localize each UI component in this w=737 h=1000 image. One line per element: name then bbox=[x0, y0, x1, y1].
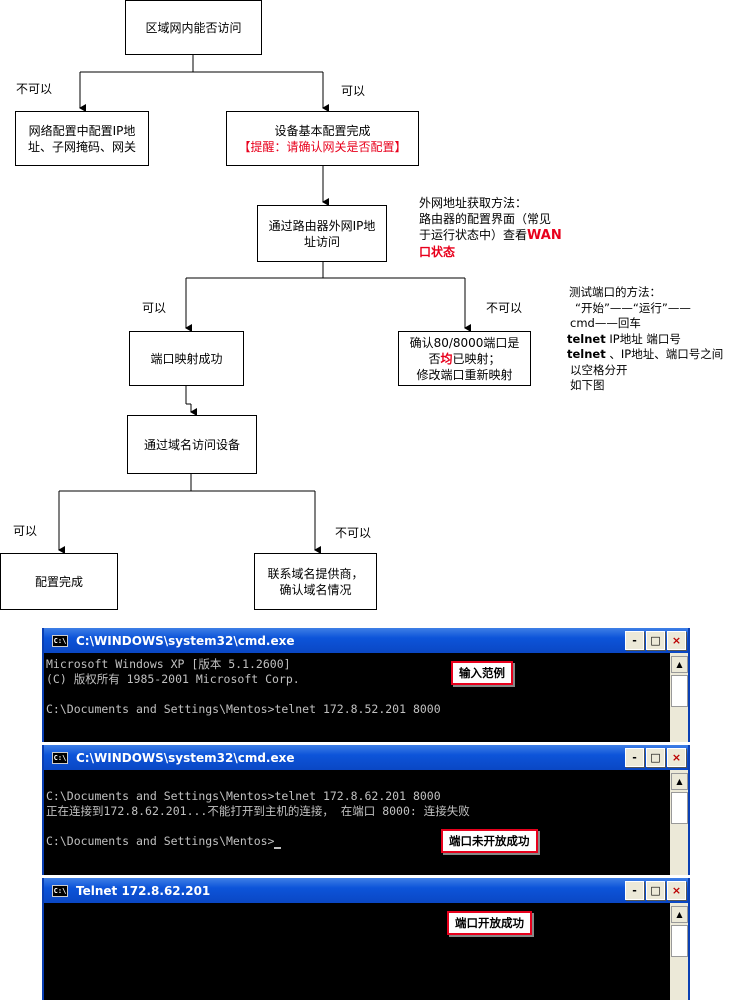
port-mapping-ok-text: 端口映射成功 bbox=[150, 351, 223, 366]
vertical-scrollbar[interactable]: ▲ bbox=[670, 903, 688, 1000]
port-check-line-2: 否均已映射； bbox=[428, 351, 500, 367]
port-check-line-1: 确认80/8000端口是 bbox=[409, 335, 520, 350]
test-note-line-2: “开始”——“运行”—— bbox=[575, 300, 691, 315]
gateway-reminder-text: 【提醒：请确认网关是否配置】 bbox=[238, 139, 407, 154]
test-note-line-6: 以空格分开 bbox=[570, 362, 628, 377]
contact-domain-provider-text: 联系域名提供商，确认域名情况 bbox=[267, 566, 364, 597]
cmd-icon: C:\ bbox=[52, 634, 68, 647]
wan-address-note: 外网地址获取方法： 路由器的配置界面（常见 于运行状态中）查看WAN 口状态 bbox=[419, 195, 589, 260]
text-cursor bbox=[274, 847, 282, 849]
wan-note-line-3a: 于运行状态中）查看 bbox=[419, 228, 528, 242]
wan-note-line-1: 外网地址获取方法： bbox=[419, 196, 528, 210]
window-titlebar[interactable]: C:\ C:\WINDOWS\system32\cmd.exe - □ × bbox=[44, 745, 688, 770]
console-line: (C) 版权所有 1985-2001 Microsoft Corp. bbox=[46, 672, 300, 686]
close-button[interactable]: × bbox=[667, 631, 686, 650]
console-line: C:\Documents and Settings\Mentos>telnet … bbox=[46, 789, 441, 803]
label-not-ok-3: 不可以 bbox=[335, 526, 372, 540]
wan-note-line-2: 路由器的配置界面（常见 bbox=[419, 212, 552, 226]
window-title: C:\WINDOWS\system32\cmd.exe bbox=[76, 750, 295, 765]
port-test-note: 测试端口的方法： “开始”——“运行”—— cmd——回车 telnet IP地… bbox=[567, 285, 737, 394]
network-config-text: 网络配置中配置IP地址、子网掩码、网关 bbox=[27, 123, 136, 154]
window-title: C:\WINDOWS\system32\cmd.exe bbox=[76, 633, 295, 648]
cmd-window-example: C:\ C:\WINDOWS\system32\cmd.exe - □ × Mi… bbox=[42, 628, 690, 742]
lan-access-text: 区域网内能否访问 bbox=[145, 20, 242, 35]
lan-access-box: 区域网内能否访问 bbox=[125, 0, 262, 55]
scroll-up-icon[interactable]: ▲ bbox=[671, 773, 688, 790]
input-example-tag: 输入范例 bbox=[451, 661, 513, 685]
maximize-button[interactable]: □ bbox=[646, 748, 665, 767]
telnet-window-port-open: C:\ Telnet 172.8.62.201 - □ × ▲ 端口开放成功 bbox=[42, 878, 690, 1000]
test-note-line-4: telnet IP地址 端口号 bbox=[567, 332, 737, 348]
test-note-line-7: 如下图 bbox=[570, 378, 605, 392]
scroll-up-icon[interactable]: ▲ bbox=[671, 906, 688, 923]
basic-config-done-box: 设备基本配置完成 【提醒：请确认网关是否配置】 bbox=[226, 111, 419, 166]
window-titlebar[interactable]: C:\ Telnet 172.8.62.201 - □ × bbox=[44, 878, 688, 903]
cmd-icon: C:\ bbox=[52, 884, 68, 897]
port-check-line-3: 修改端口重新映射 bbox=[416, 367, 513, 382]
flowchart-connectors bbox=[58, 55, 471, 554]
cmd-icon: C:\ bbox=[52, 751, 68, 764]
console-line: C:\Documents and Settings\Mentos>telnet … bbox=[46, 702, 441, 716]
domain-access-box: 通过域名访问设备 bbox=[127, 415, 257, 474]
test-note-line-5b: 、IP地址、端口号之间 bbox=[605, 347, 724, 361]
test-note-line-3: cmd——回车 bbox=[570, 316, 641, 330]
scroll-thumb[interactable] bbox=[671, 925, 688, 957]
maximize-button[interactable]: □ bbox=[646, 631, 665, 650]
config-complete-text: 配置完成 bbox=[34, 574, 83, 589]
close-button[interactable]: × bbox=[667, 881, 686, 900]
console-line: 正在连接到172.8.62.201...不能打开到主机的连接， 在端口 8000… bbox=[46, 804, 470, 818]
window-controls: - □ × bbox=[625, 631, 686, 650]
contact-domain-provider-box: 联系域名提供商，确认域名情况 bbox=[254, 553, 377, 610]
port-check-box: 确认80/8000端口是 否均已映射； 修改端口重新映射 bbox=[398, 331, 531, 386]
console-prompt-line[interactable]: C:\Documents and Settings\Mentos> bbox=[46, 834, 668, 849]
wan-note-line-4: 口状态 bbox=[419, 245, 456, 259]
console-output: Microsoft Windows XP [版本 5.1.2600](C) 版权… bbox=[46, 657, 668, 742]
port-mapping-ok-box: 端口映射成功 bbox=[129, 331, 244, 386]
port-closed-tag: 端口未开放成功 bbox=[441, 829, 538, 853]
port-check-line-2a: 否 bbox=[428, 351, 441, 366]
test-note-line-4b: IP地址 端口号 bbox=[605, 331, 681, 346]
via-external-ip-box: 通过路由器外网IP地址访问 bbox=[257, 205, 387, 262]
config-complete-box: 配置完成 bbox=[0, 553, 118, 610]
console-line: ​ bbox=[46, 687, 668, 702]
scroll-thumb[interactable] bbox=[671, 675, 688, 707]
window-titlebar[interactable]: C:\ C:\WINDOWS\system32\cmd.exe - □ × bbox=[44, 628, 688, 653]
basic-config-done-text: 设备基本配置完成 bbox=[274, 123, 371, 138]
vertical-scrollbar[interactable]: ▲ bbox=[670, 653, 688, 742]
window-controls: - □ × bbox=[625, 748, 686, 767]
test-note-line-1: 测试端口的方法： bbox=[569, 285, 661, 299]
port-check-line-2c: 已映射； bbox=[452, 351, 501, 366]
label-ok-2: 可以 bbox=[142, 301, 167, 315]
telnet-keyword-2: telnet bbox=[567, 347, 606, 361]
wan-keyword: WAN bbox=[527, 228, 562, 243]
maximize-button[interactable]: □ bbox=[646, 881, 665, 900]
label-not-ok-1: 不可以 bbox=[16, 82, 53, 96]
label-ok-1: 可以 bbox=[341, 84, 366, 98]
window-controls: - □ × bbox=[625, 881, 686, 900]
via-external-ip-text: 通过路由器外网IP地址访问 bbox=[268, 218, 376, 249]
window-title: Telnet 172.8.62.201 bbox=[76, 883, 211, 898]
console-prompt: C:\Documents and Settings\Mentos> bbox=[46, 834, 275, 848]
network-config-box: 网络配置中配置IP地址、子网掩码、网关 bbox=[15, 111, 149, 166]
port-check-emphasis: 均 bbox=[440, 351, 453, 366]
domain-access-text: 通过域名访问设备 bbox=[143, 437, 240, 452]
console-line: Microsoft Windows XP [版本 5.1.2600] bbox=[46, 657, 291, 671]
console-output: C:\Documents and Settings\Mentos>telnet … bbox=[46, 789, 668, 875]
label-ok-3: 可以 bbox=[13, 524, 38, 538]
console-line: ​ bbox=[46, 819, 668, 834]
minimize-button[interactable]: - bbox=[625, 881, 644, 900]
scroll-thumb[interactable] bbox=[671, 792, 688, 824]
scroll-up-icon[interactable]: ▲ bbox=[671, 656, 688, 673]
test-note-line-5: telnet 、IP地址、端口号之间 bbox=[567, 347, 737, 363]
console-output bbox=[46, 906, 668, 1000]
minimize-button[interactable]: - bbox=[625, 631, 644, 650]
minimize-button[interactable]: - bbox=[625, 748, 644, 767]
port-open-tag: 端口开放成功 bbox=[447, 911, 532, 935]
close-button[interactable]: × bbox=[667, 748, 686, 767]
cmd-window-port-closed: C:\ C:\WINDOWS\system32\cmd.exe - □ × C:… bbox=[42, 745, 690, 875]
telnet-keyword-1: telnet bbox=[567, 331, 606, 346]
wan-note-line-3: 于运行状态中）查看WAN bbox=[419, 227, 589, 244]
vertical-scrollbar[interactable]: ▲ bbox=[670, 770, 688, 875]
label-not-ok-2: 不可以 bbox=[486, 301, 523, 315]
